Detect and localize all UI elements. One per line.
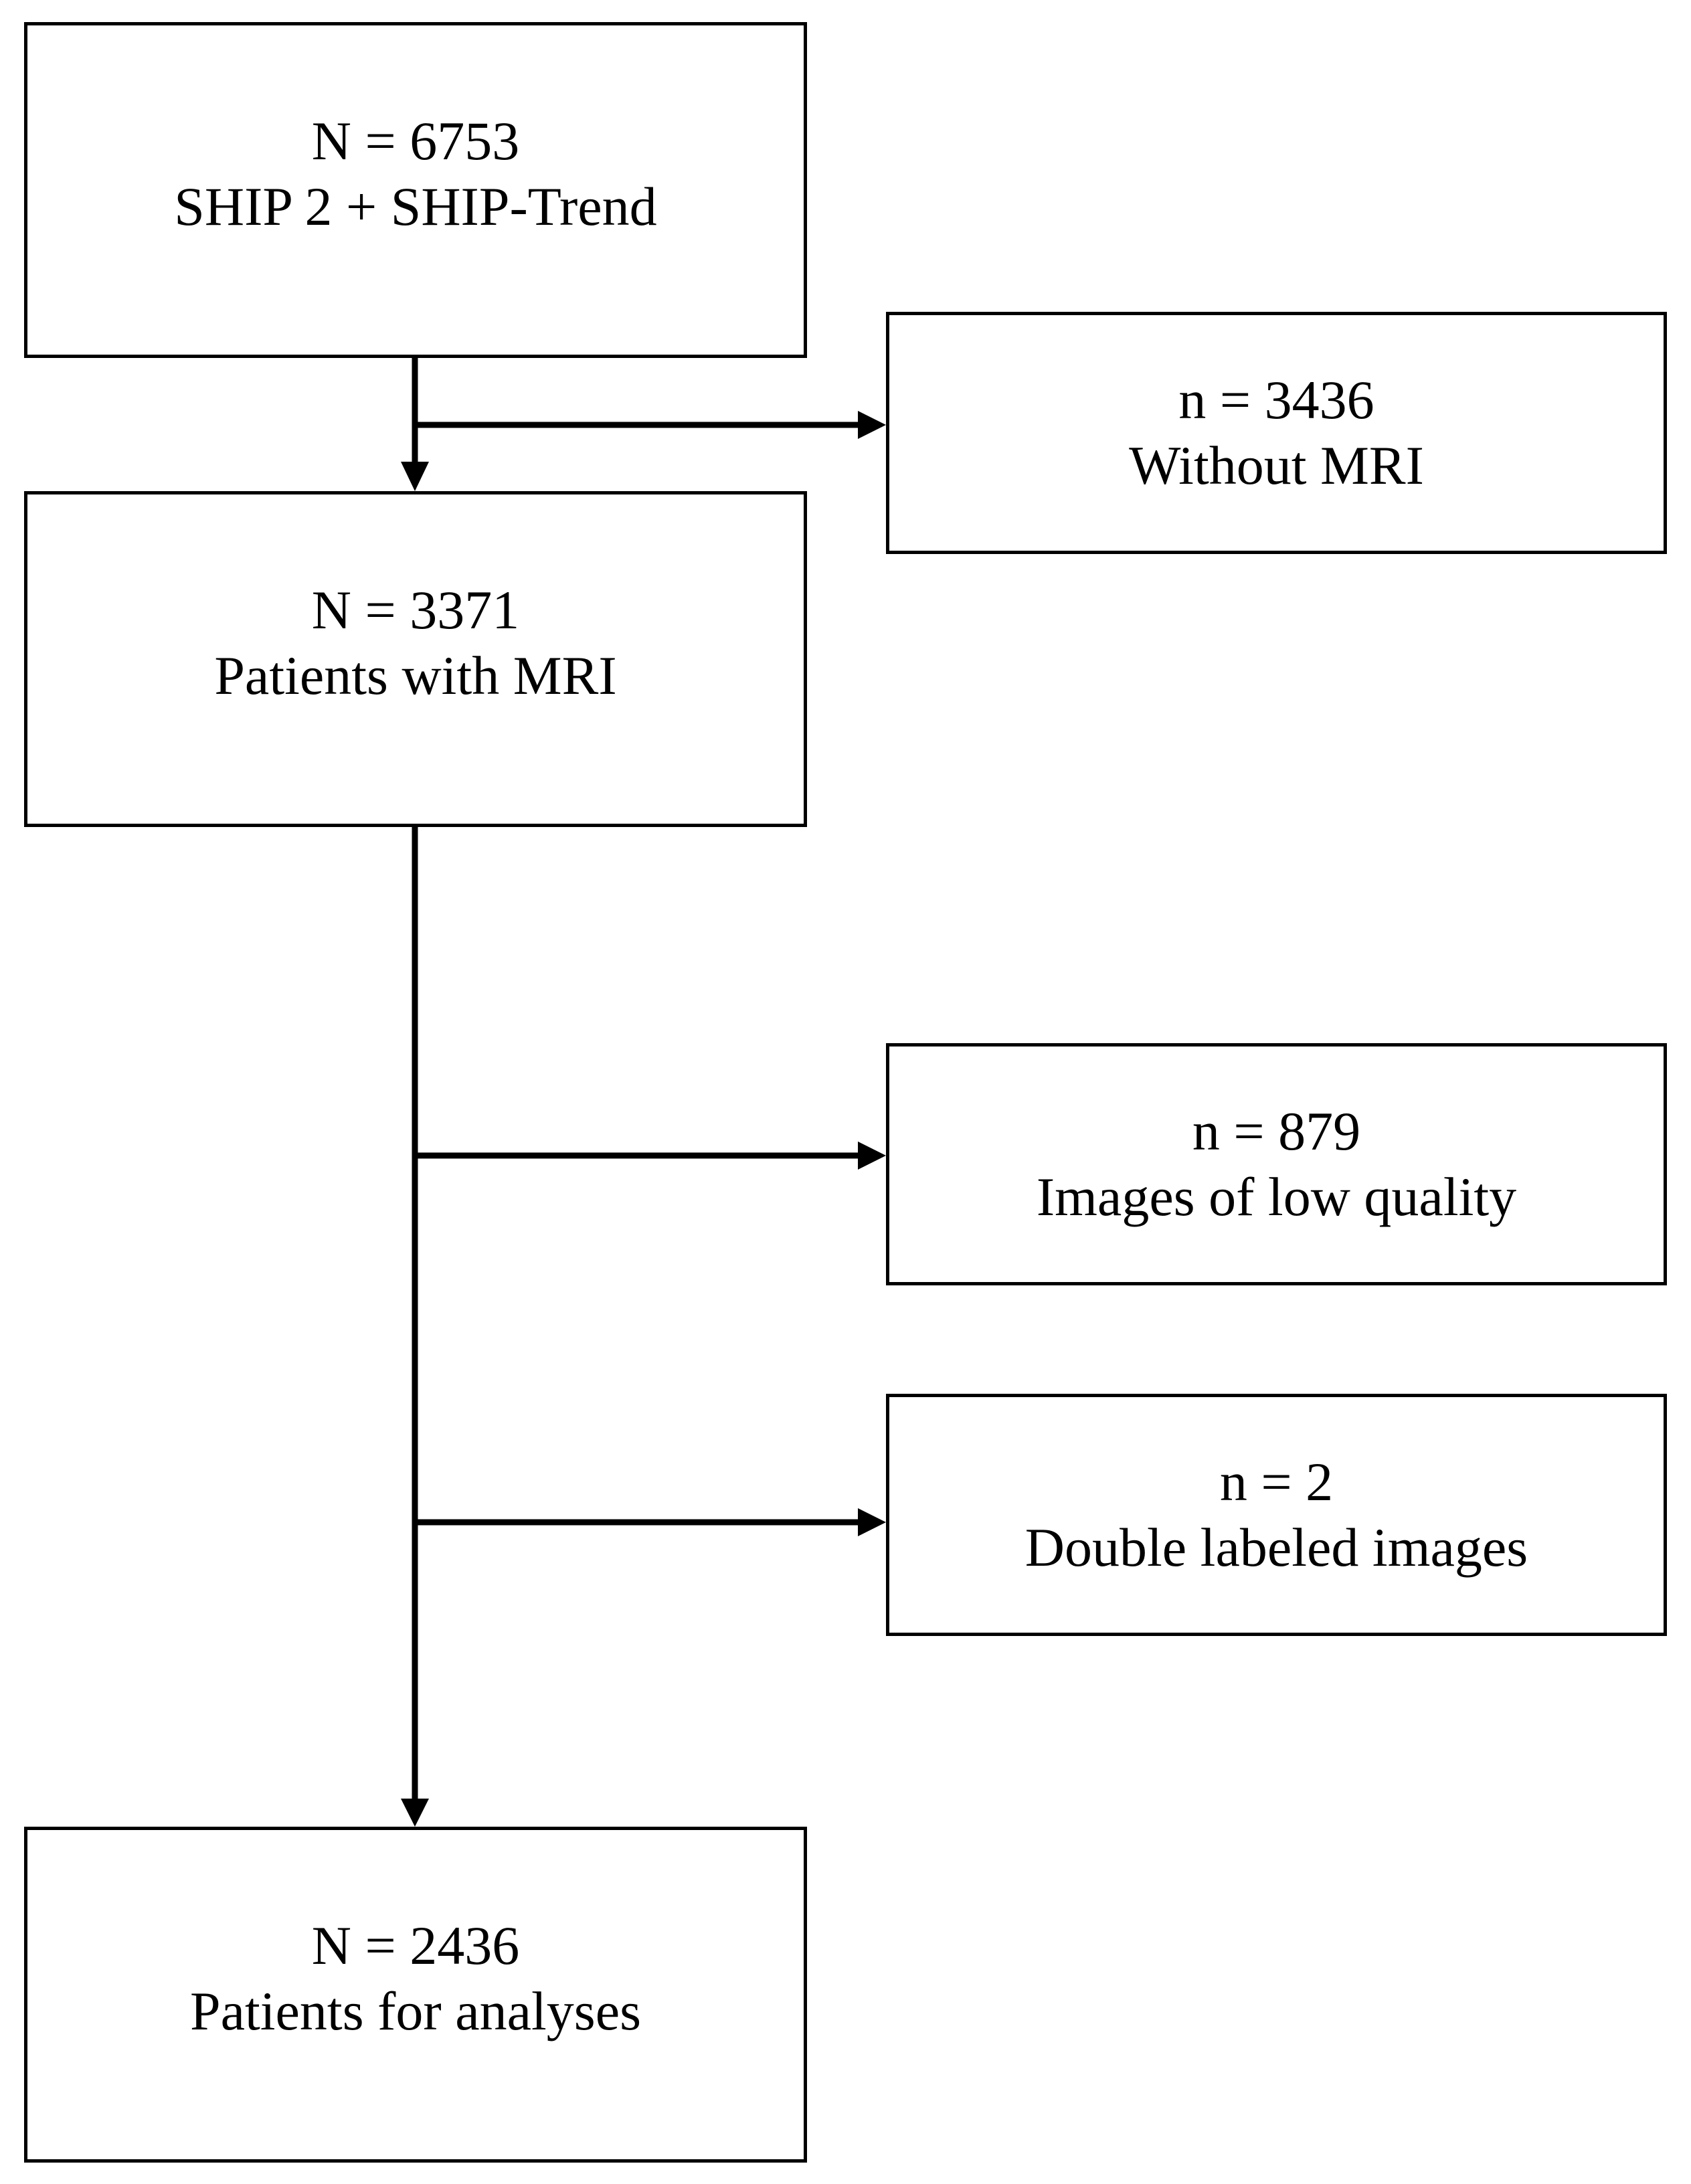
box-ship-cohort: N = 6753 SHIP 2 + SHIP-Trend: [24, 22, 807, 358]
box-patients-with-mri: N = 3371 Patients with MRI: [24, 491, 807, 827]
arrowhead-right-low-quality: [858, 1142, 886, 1170]
arrowhead-right-double: [858, 1508, 886, 1536]
box-label: SHIP 2 + SHIP-Trend: [174, 176, 657, 237]
box-label: Images of low quality: [1036, 1166, 1517, 1227]
box-excluded-without-mri: n = 3436 Without MRI: [886, 312, 1667, 554]
box-patients-for-analyses: N = 2436 Patients for analyses: [24, 1827, 807, 2163]
box-excluded-double-labeled: n = 2 Double labeled images: [886, 1394, 1667, 1636]
arrowhead-right-no-mri: [858, 411, 886, 439]
arrowhead-down-to-final: [401, 1799, 429, 1827]
box-excluded-low-quality: n = 879 Images of low quality: [886, 1043, 1667, 1285]
box-count: n = 879: [1192, 1101, 1361, 1162]
arrowhead-down-to-mri: [401, 462, 429, 491]
box-count: N = 3371: [311, 579, 520, 640]
box-label: Patients with MRI: [214, 645, 617, 706]
box-label: Double labeled images: [1025, 1517, 1528, 1578]
box-label: Without MRI: [1129, 435, 1424, 496]
box-count: N = 2436: [311, 1915, 520, 1976]
box-count: n = 2: [1219, 1451, 1334, 1512]
box-count: N = 6753: [311, 110, 520, 171]
box-label: Patients for analyses: [189, 1981, 642, 2041]
box-count: n = 3436: [1178, 369, 1374, 430]
